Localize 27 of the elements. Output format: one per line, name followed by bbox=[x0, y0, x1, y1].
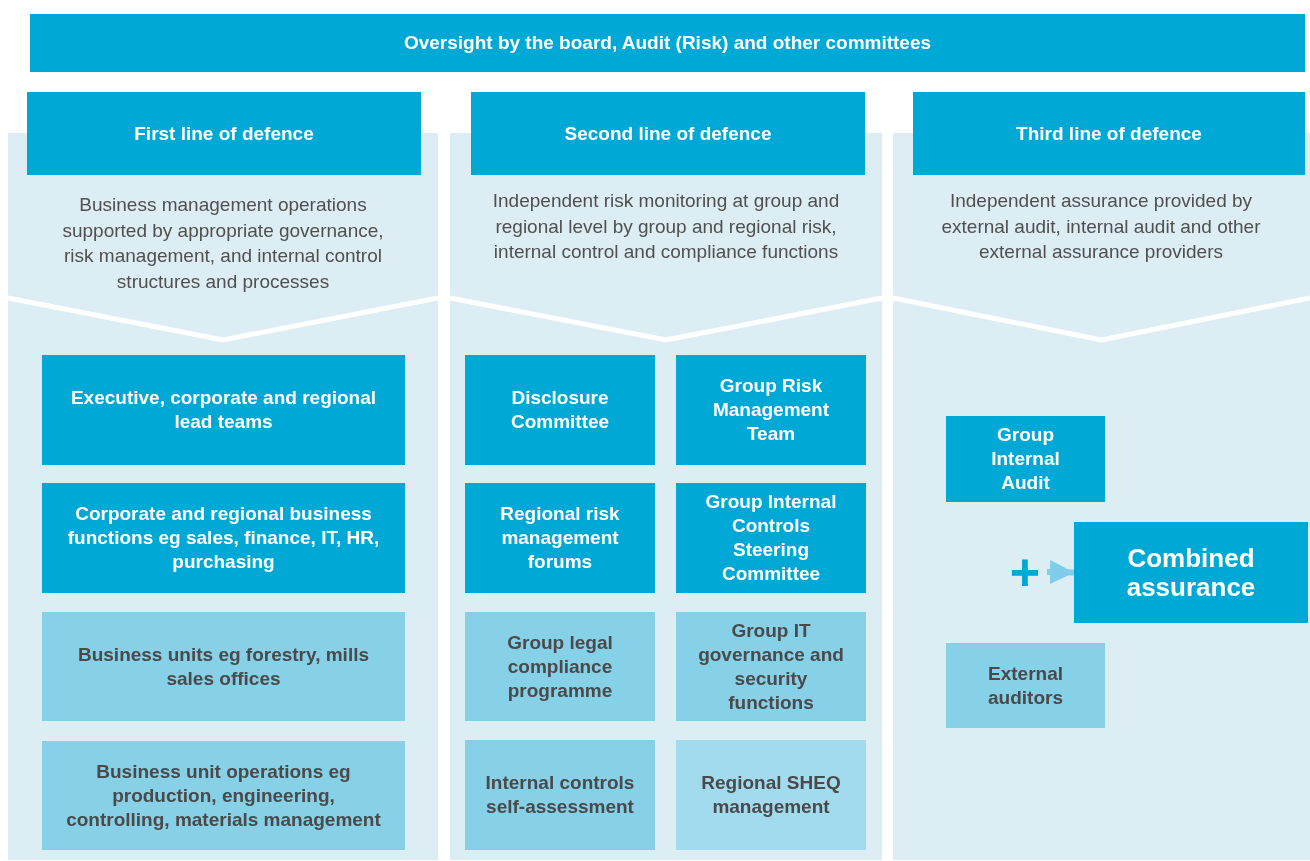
column-panel bbox=[450, 92, 882, 860]
process-box: Group Internal Audit bbox=[946, 416, 1105, 502]
description-text: Business management operations supported by appropriate governance, risk management, and internal control structures and processes bbox=[61, 193, 385, 294]
process-box: Executive, corporate and regional lead teams bbox=[42, 355, 405, 465]
process-box: Group Internal Controls Steering Committee bbox=[676, 483, 866, 593]
process-box: External auditors bbox=[946, 643, 1105, 728]
arrow bbox=[1046, 560, 1075, 585]
column-header: Second line of defence bbox=[471, 92, 865, 175]
description-text: Independent risk monitoring at group and regional level by group and regional risk, internal control and compliance functions bbox=[491, 189, 841, 264]
column-panel bbox=[893, 92, 1310, 860]
process-box: Internal controls self-assessment bbox=[465, 740, 655, 850]
banner: Oversight by the board, Audit (Risk) and other committees bbox=[30, 14, 1305, 72]
process-box: Disclosure Committee bbox=[465, 355, 655, 465]
process-box: Business units eg forestry, mills sales offices bbox=[42, 612, 405, 721]
column-header: First line of defence bbox=[27, 92, 421, 175]
column-panel bbox=[8, 92, 438, 860]
process-box: Group IT governance and security functions bbox=[676, 612, 866, 721]
process-box: Business unit operations eg production, engineering, controlling, materials management bbox=[42, 741, 405, 850]
process-box: Group legal compliance programme bbox=[465, 612, 655, 721]
description-text: Independent assurance provided by external audit, internal audit and other external assurance providers bbox=[941, 189, 1261, 264]
process-box: Regional SHEQ management bbox=[676, 740, 866, 850]
process-box: Combined assurance bbox=[1074, 522, 1308, 623]
process-box: Corporate and regional business functions eg sales, finance, IT, HR, purchasing bbox=[42, 483, 405, 593]
plus-sign: + bbox=[1003, 550, 1047, 594]
process-box: Regional risk management forums bbox=[465, 483, 655, 593]
process-box: Group Risk Management Team bbox=[676, 355, 866, 465]
column-header: Third line of defence bbox=[913, 92, 1305, 175]
